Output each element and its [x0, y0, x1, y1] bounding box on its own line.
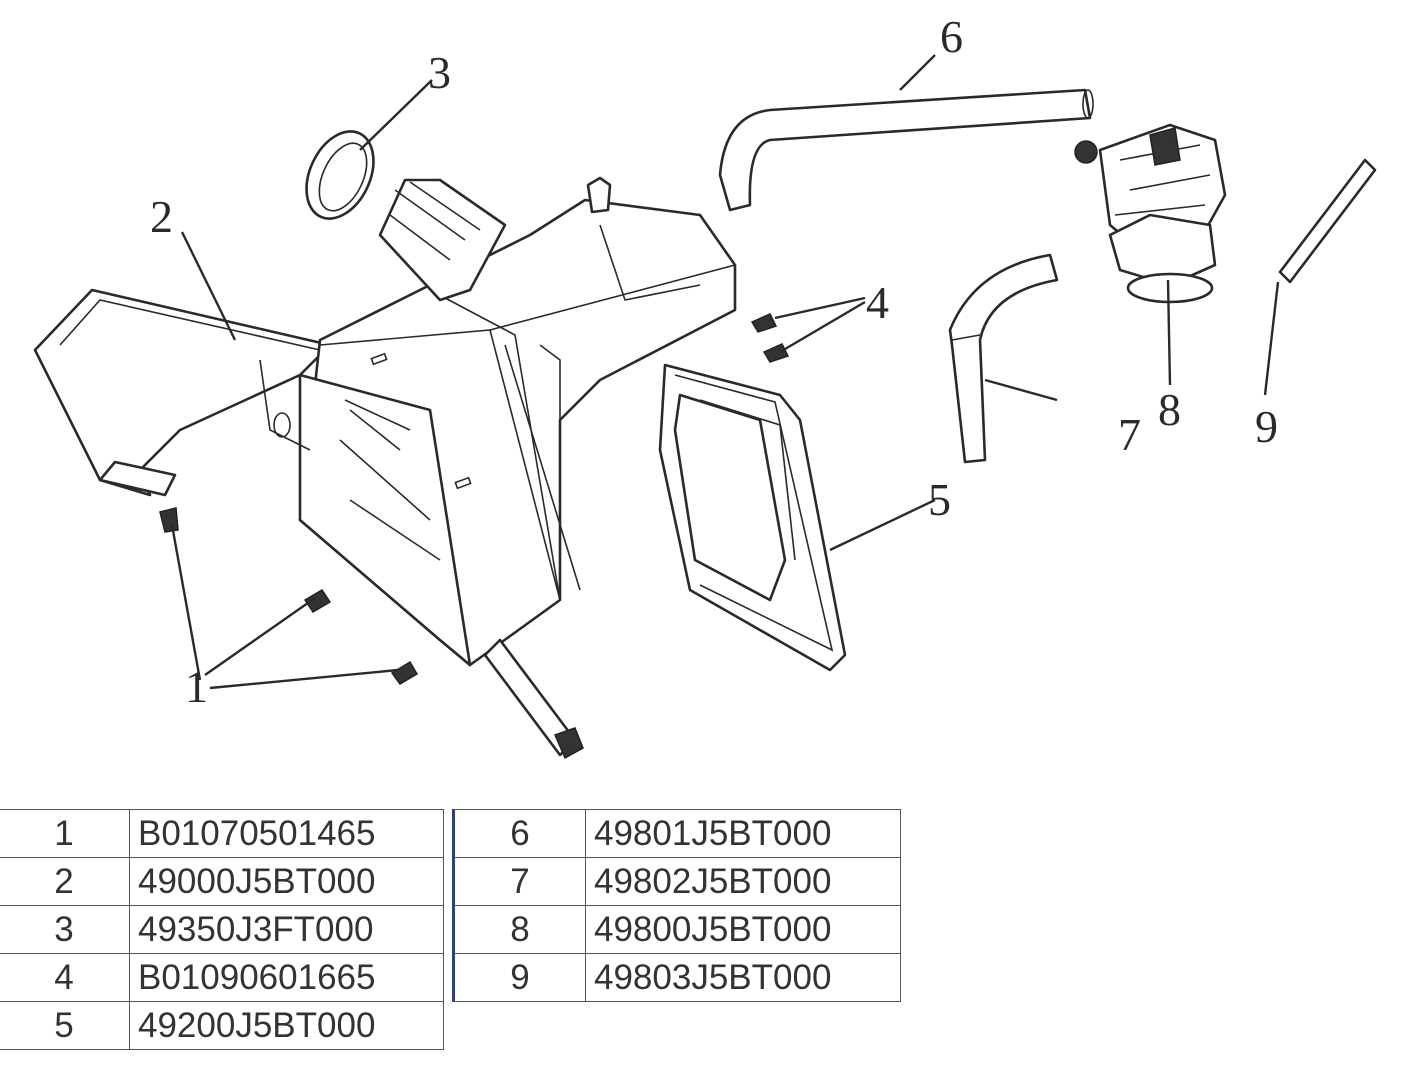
- part-code: B01070501465: [129, 809, 444, 858]
- part-number: 6: [453, 809, 586, 858]
- callout-5: 5: [928, 474, 951, 525]
- part-number: 1: [0, 809, 130, 858]
- rod: [1278, 158, 1377, 284]
- part-code: 49803J5BT000: [585, 953, 901, 1002]
- part-number: 4: [0, 953, 130, 1002]
- bolts: [750, 313, 790, 363]
- callout-8: 8: [1158, 384, 1181, 435]
- callout-4: 4: [866, 277, 889, 328]
- part-code: 49801J5BT000: [585, 809, 901, 858]
- part-number: 2: [0, 857, 130, 906]
- part-code: 49200J5BT000: [129, 1001, 444, 1050]
- part-number: 9: [453, 953, 586, 1002]
- part-code: B01090601665: [129, 953, 444, 1002]
- leader-lines: [170, 54, 1280, 690]
- callout-9: 9: [1255, 401, 1278, 452]
- valve-assembly: [1074, 123, 1227, 304]
- breather-hose: [718, 88, 1094, 212]
- callout-2: 2: [150, 191, 173, 242]
- part-number: 3: [0, 905, 130, 954]
- callout-6: 6: [940, 11, 963, 62]
- part-code: 49350J3FT000: [129, 905, 444, 954]
- callout-numbers: 1 2 3 4 5 6 7 8 9: [150, 11, 1278, 712]
- part-number: 5: [0, 1001, 130, 1050]
- part-code: 49800J5BT000: [585, 905, 901, 954]
- callout-7: 7: [1118, 409, 1141, 460]
- part-number: 7: [453, 857, 586, 906]
- hose-clamp: [305, 130, 375, 220]
- callout-1: 1: [185, 661, 208, 712]
- exploded-parts-diagram: 1 2 3 4 5 6 7 8 9: [33, 11, 1377, 760]
- air-filter-element: [658, 363, 847, 672]
- part-code: 49000J5BT000: [129, 857, 444, 906]
- part-code: 49802J5BT000: [585, 857, 901, 906]
- callout-3: 3: [428, 47, 451, 98]
- screws: [159, 507, 419, 685]
- part-number: 8: [453, 905, 586, 954]
- curved-hose: [948, 253, 1059, 464]
- air-box-housing: [33, 176, 737, 760]
